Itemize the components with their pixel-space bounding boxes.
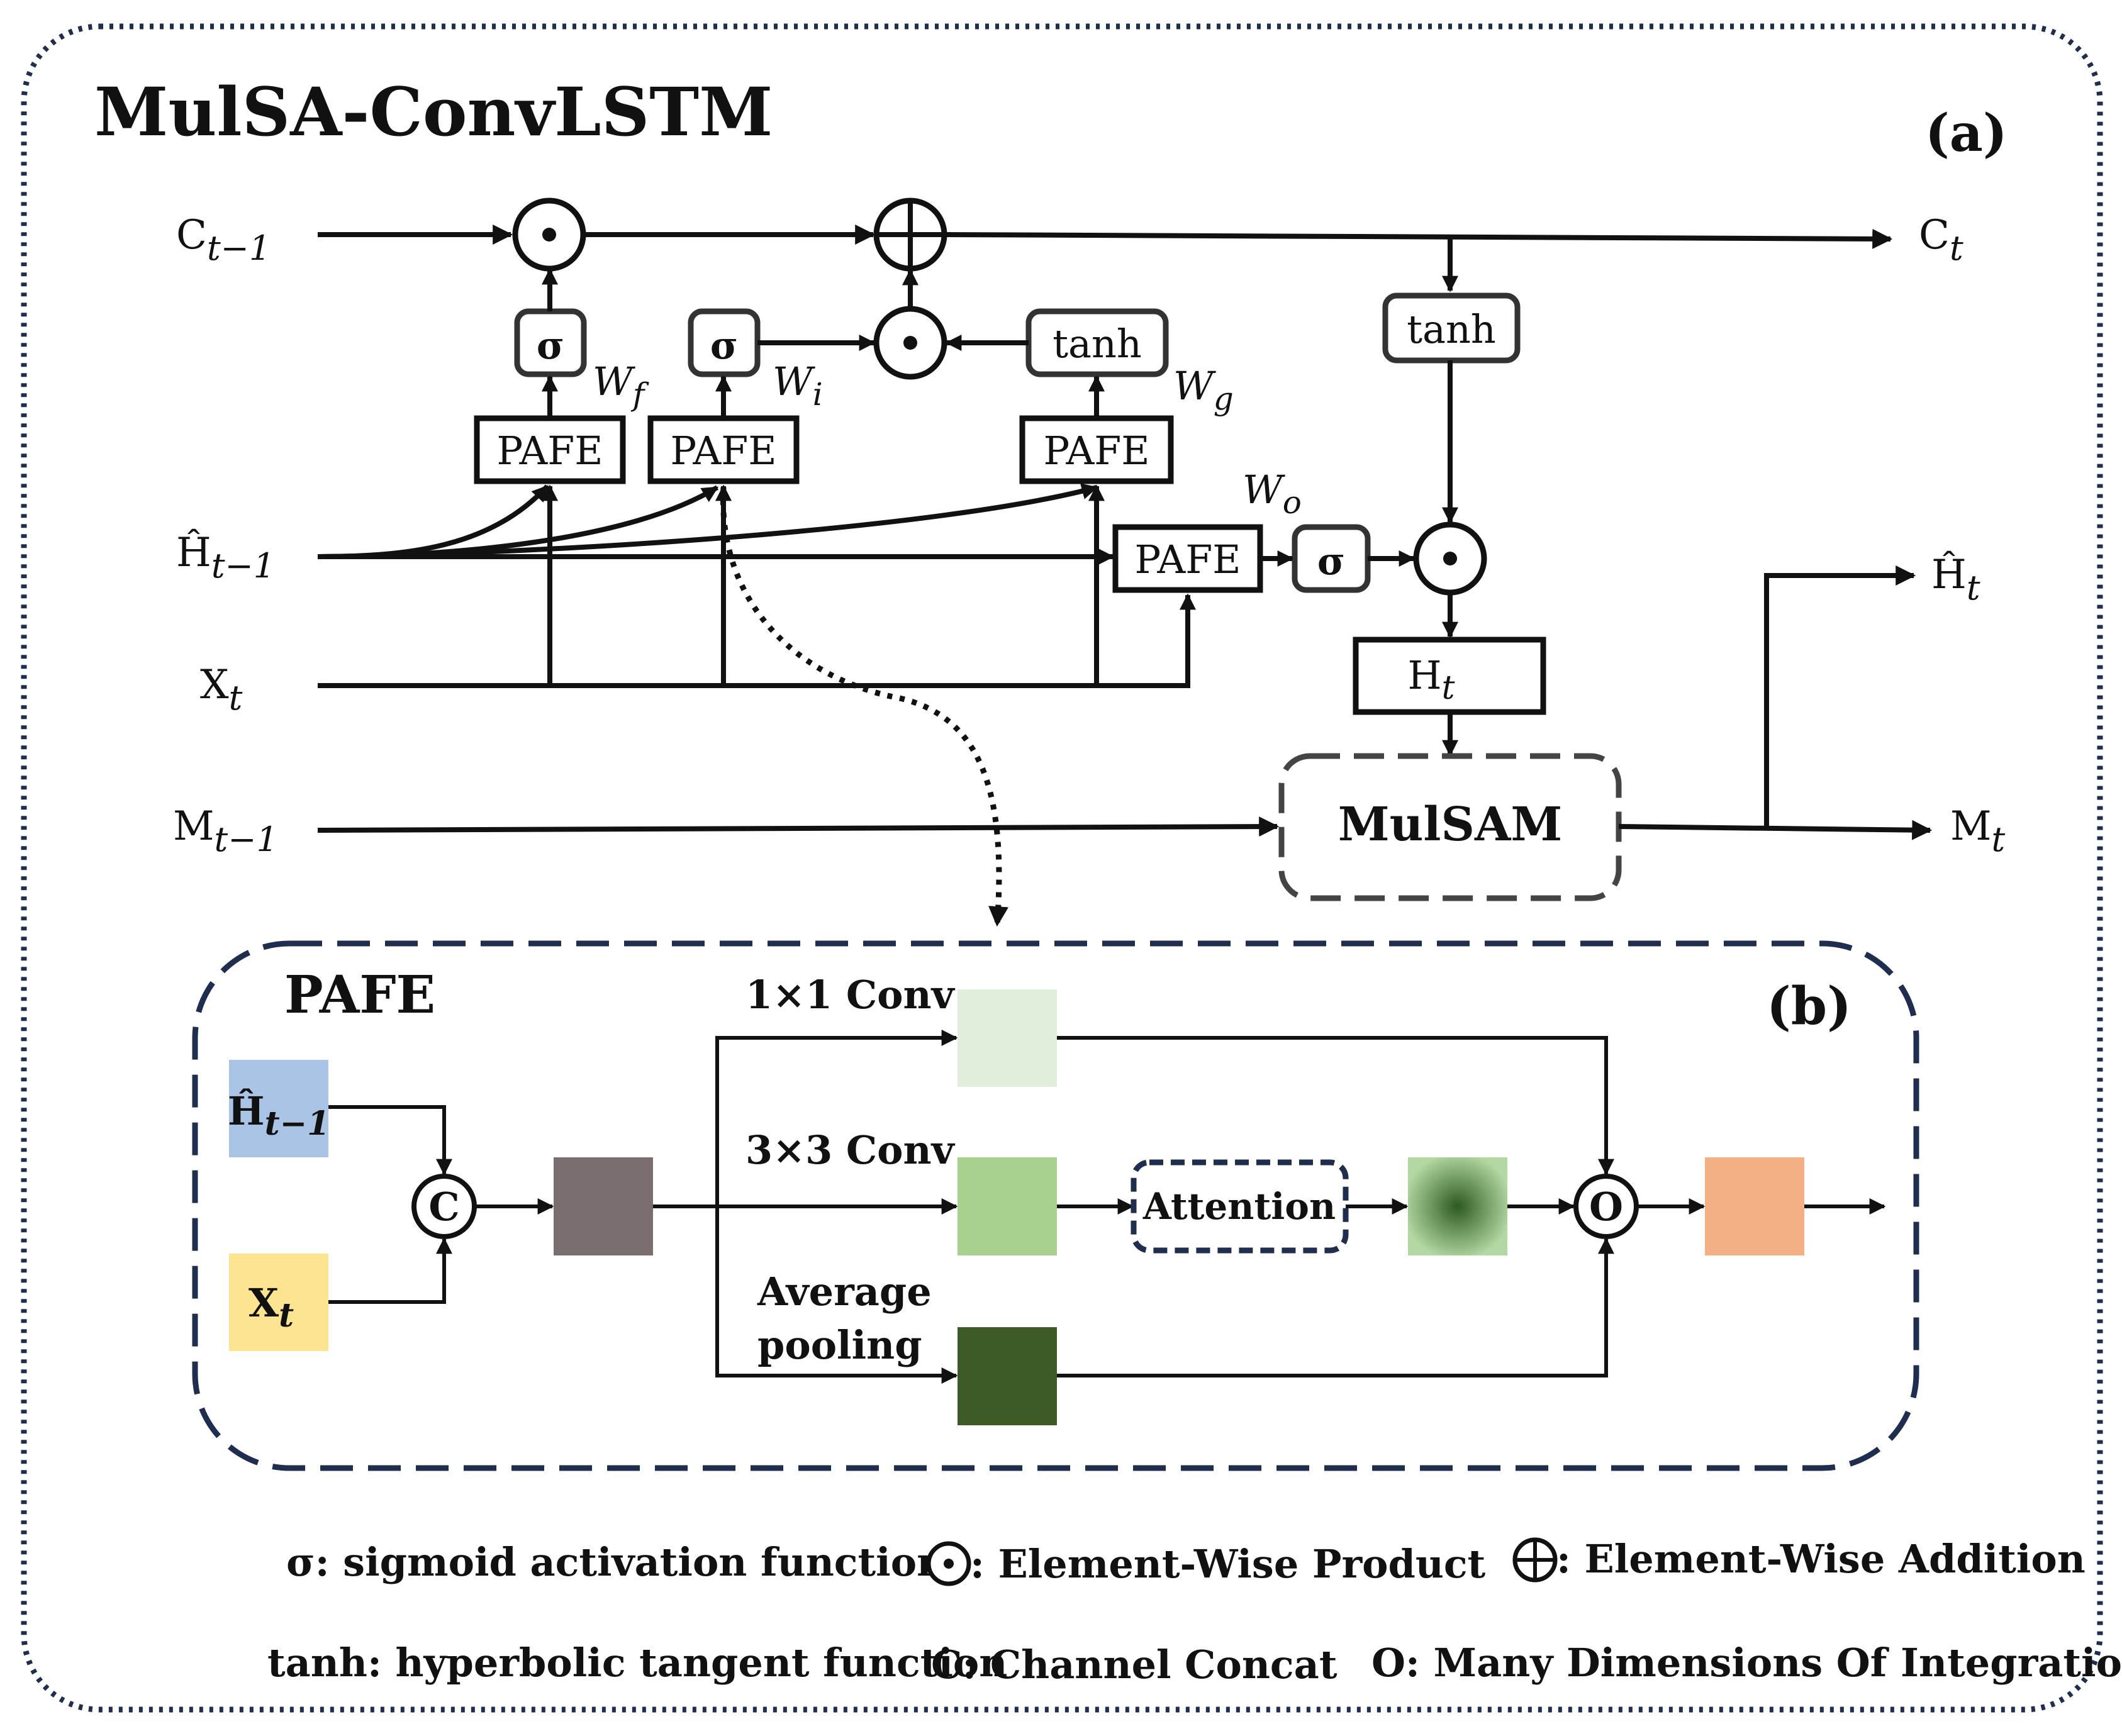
concat-node: C (411, 1174, 477, 1239)
pafe-h-input: Ĥt−1 (228, 1060, 330, 1157)
svg-text:MulSAM: MulSAM (1338, 798, 1563, 852)
h-prev-connections (317, 483, 1115, 565)
pafe-final-output-feature (1705, 1157, 1804, 1255)
svg-text:PAFE: PAFE (496, 428, 603, 474)
tanh-box-gate: tanh (1025, 308, 1169, 377)
branch-label-conv1: 1×1 Conv (745, 972, 956, 1018)
input-c-prev: Ct−1 (176, 212, 271, 268)
svg-text:tanh: tanh (1053, 321, 1142, 367)
weight-wf: Wf (593, 359, 649, 413)
pafe-box-gate: PAFE (1019, 415, 1174, 484)
cell-add-node (873, 198, 947, 272)
legend-concat: C: Channel Concat (931, 1642, 1337, 1688)
panel-b-title: PAFE (284, 965, 435, 1025)
cell-state-line (318, 225, 1893, 292)
attention-output-feature (1408, 1157, 1507, 1255)
pafe-box-input: PAFE (647, 415, 800, 484)
sigma-box-output: σ (1292, 524, 1371, 593)
svg-text:Ht: Ht (1408, 652, 1455, 707)
pafe-detail-link (720, 487, 1009, 927)
svg-text:PAFE: PAFE (1043, 428, 1149, 474)
svg-text:O: O (1589, 1184, 1623, 1230)
integration-node: O (1573, 1174, 1639, 1239)
output-product-node (1413, 521, 1487, 596)
branch-label-pool-2: pooling (757, 1322, 922, 1368)
tanh-box-cell: tanh (1382, 292, 1521, 364)
input-x-t: Xt (200, 662, 243, 718)
panel-b: PAFE (b) Ĥt−1 Xt C 1×1 Conv 3×3 Conv Ave… (192, 940, 1919, 1471)
svg-text:tanh: tanh (1407, 306, 1496, 352)
legend-addition: : Element-Wise Addition (1556, 1536, 2086, 1582)
pafe-x-input: Xt (229, 1254, 328, 1351)
conv1-output-feature (958, 989, 1057, 1087)
pafe-input-connections (328, 1105, 554, 1304)
svg-text:σ: σ (1317, 540, 1345, 584)
pafe-box-output: PAFE (1112, 524, 1263, 593)
legend-addition-icon (1512, 1537, 1558, 1583)
gate-connections (542, 268, 1458, 638)
legend-tanh: tanh: hyperbolic tangent function (267, 1640, 1007, 1686)
weight-wg: Wg (1173, 363, 1234, 417)
branch-label-pool-1: Average (757, 1269, 932, 1315)
panel-a-tag: (a) (1925, 103, 2008, 164)
output-h-t-hat: Ĥt (1931, 551, 1980, 608)
svg-text:Ĥt−1: Ĥt−1 (228, 1088, 330, 1143)
weight-wo: Wo (1242, 467, 1302, 521)
svg-text:PAFE: PAFE (1134, 537, 1241, 582)
forget-product-node (512, 198, 586, 272)
pool-output-feature (958, 1327, 1057, 1425)
input-m-prev: Mt−1 (173, 803, 278, 859)
legend: σ: sigmoid activation function : Element… (267, 1536, 2122, 1688)
memory-connections (317, 565, 1933, 840)
legend-product: : Element-Wise Product (970, 1541, 1486, 1587)
sigma-box-forget: σ (514, 308, 587, 377)
branch-connections (653, 1030, 958, 1384)
x-t-connections (318, 484, 1196, 688)
legend-integration: O: Many Dimensions Of Integration (1371, 1640, 2122, 1686)
svg-text:Attention: Attention (1142, 1185, 1336, 1228)
panel-b-tag: (b) (1767, 976, 1851, 1037)
input-product-node (873, 306, 947, 380)
sigma-box-input: σ (688, 308, 761, 377)
pafe-box-forget: PAFE (474, 415, 626, 484)
branch-label-conv3: 3×3 Conv (745, 1127, 956, 1173)
integration-connections (1057, 1036, 1886, 1377)
svg-text:PAFE: PAFE (670, 428, 776, 474)
legend-sigmoid: σ: sigmoid activation function (286, 1539, 945, 1585)
svg-text:σ: σ (710, 324, 738, 368)
panel-a: MulSA-ConvLSTM (a) Ct−1 Ĥt−1 Xt Mt−1 Ct … (94, 72, 2008, 927)
hidden-state-box: Ht (1353, 637, 1546, 715)
panel-b-frame (192, 940, 1919, 1471)
attention-block: Attention (1131, 1159, 1349, 1254)
svg-text:Xt: Xt (248, 1280, 294, 1335)
output-c-t: Ct (1919, 212, 1963, 268)
concat-output-feature (554, 1157, 653, 1255)
outer-frame (21, 23, 2103, 1713)
input-h-prev: Ĥt−1 (176, 529, 275, 586)
svg-text:σ: σ (537, 324, 564, 368)
panel-a-title: MulSA-ConvLSTM (94, 72, 773, 151)
svg-text:C: C (428, 1184, 459, 1230)
legend-product-icon (926, 1541, 971, 1586)
mulsam-module: MulSAM (1278, 753, 1622, 901)
conv3-output-feature (958, 1157, 1057, 1255)
weight-wi: Wi (773, 359, 823, 413)
output-m-t: Mt (1950, 803, 2006, 859)
